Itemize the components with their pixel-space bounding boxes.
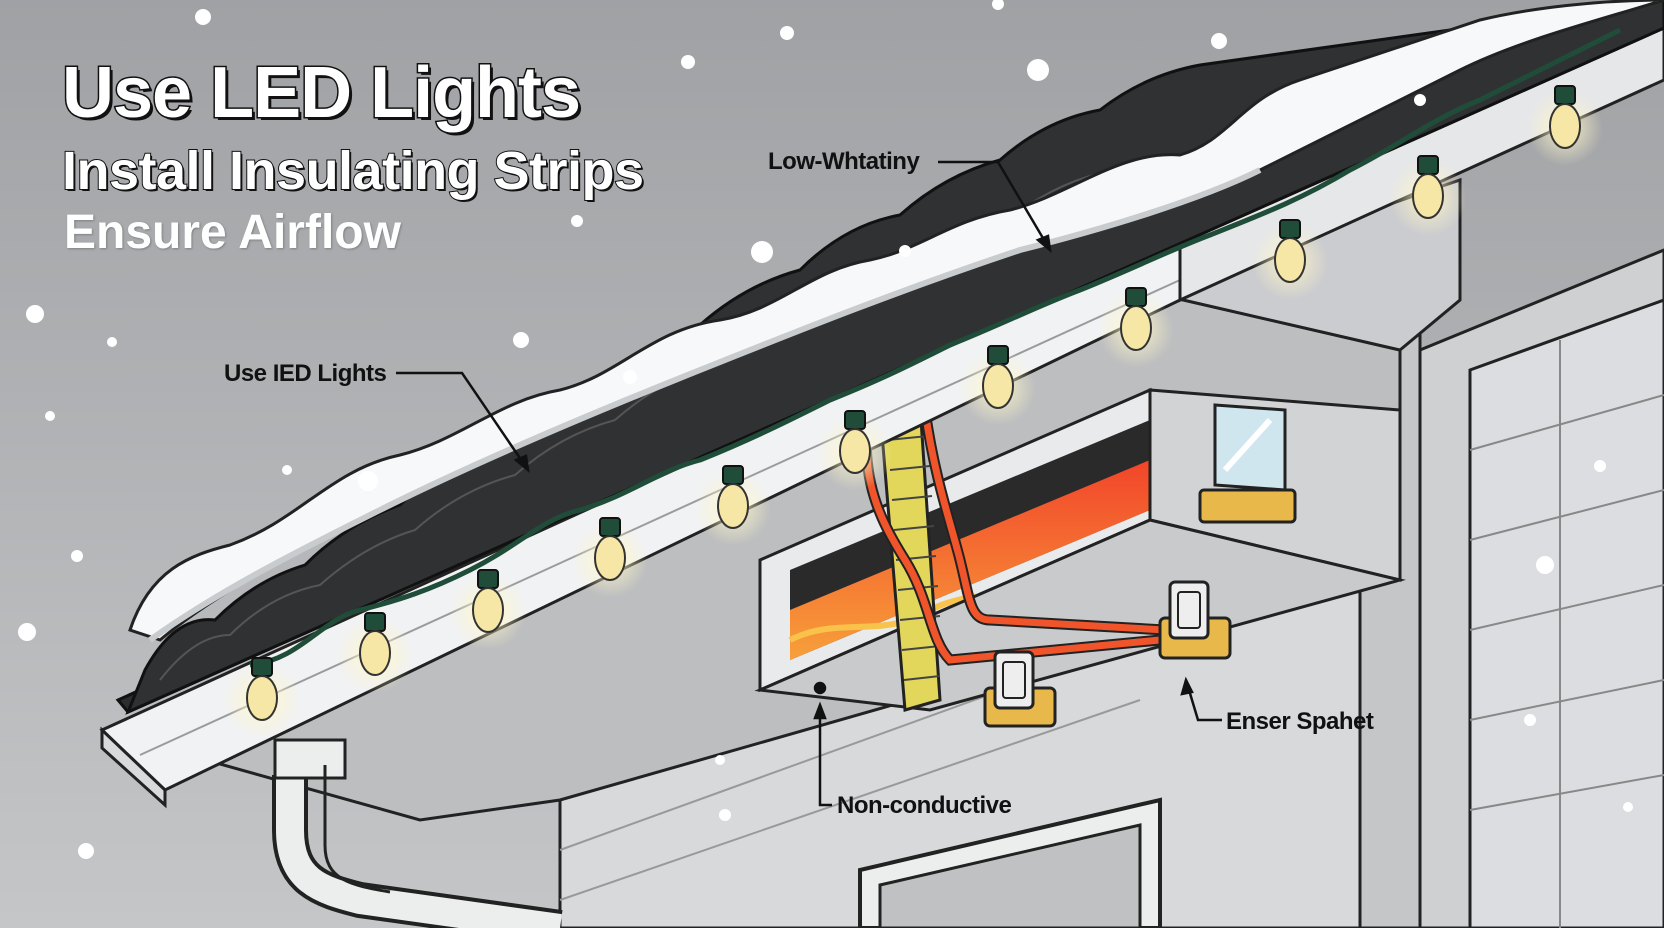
roof-snow <box>128 0 1664 643</box>
led-bulb <box>1390 155 1466 236</box>
cable-clip-right <box>1158 580 1232 660</box>
cable-clip-left <box>983 650 1057 728</box>
led-bulbs <box>224 85 1603 738</box>
headline-install-insulating-strips: Install Insulating Strips <box>61 140 645 202</box>
led-bulb <box>1098 287 1174 368</box>
snowflakes <box>18 0 1633 859</box>
mounting-bracket <box>1198 488 1297 524</box>
led-bulb <box>695 465 771 546</box>
led-bulb <box>817 410 893 491</box>
callout-non-conductive: Non-conductive <box>837 792 1012 819</box>
headline-ensure-airflow: Ensure Airflow <box>64 206 401 259</box>
led-bulb <box>1527 85 1603 166</box>
callout-led-lights: Use IED Lights <box>224 360 387 387</box>
led-bulb <box>224 657 300 738</box>
led-bulb <box>960 345 1036 426</box>
callout-enser-spahet: Enser Spahet <box>1226 708 1374 735</box>
led-bulb <box>337 612 413 693</box>
light-string-wire <box>249 27 1622 668</box>
led-bulb <box>1252 219 1328 300</box>
led-bulb <box>572 517 648 598</box>
heating-cable-band <box>790 460 1150 660</box>
headline-use-led-lights: Use LED Lights <box>60 52 582 135</box>
callout-low-wattage: Low-Whtatiny <box>768 148 920 175</box>
callout-leaders <box>396 160 1222 807</box>
downspout <box>272 738 563 928</box>
led-bulb <box>450 569 526 650</box>
